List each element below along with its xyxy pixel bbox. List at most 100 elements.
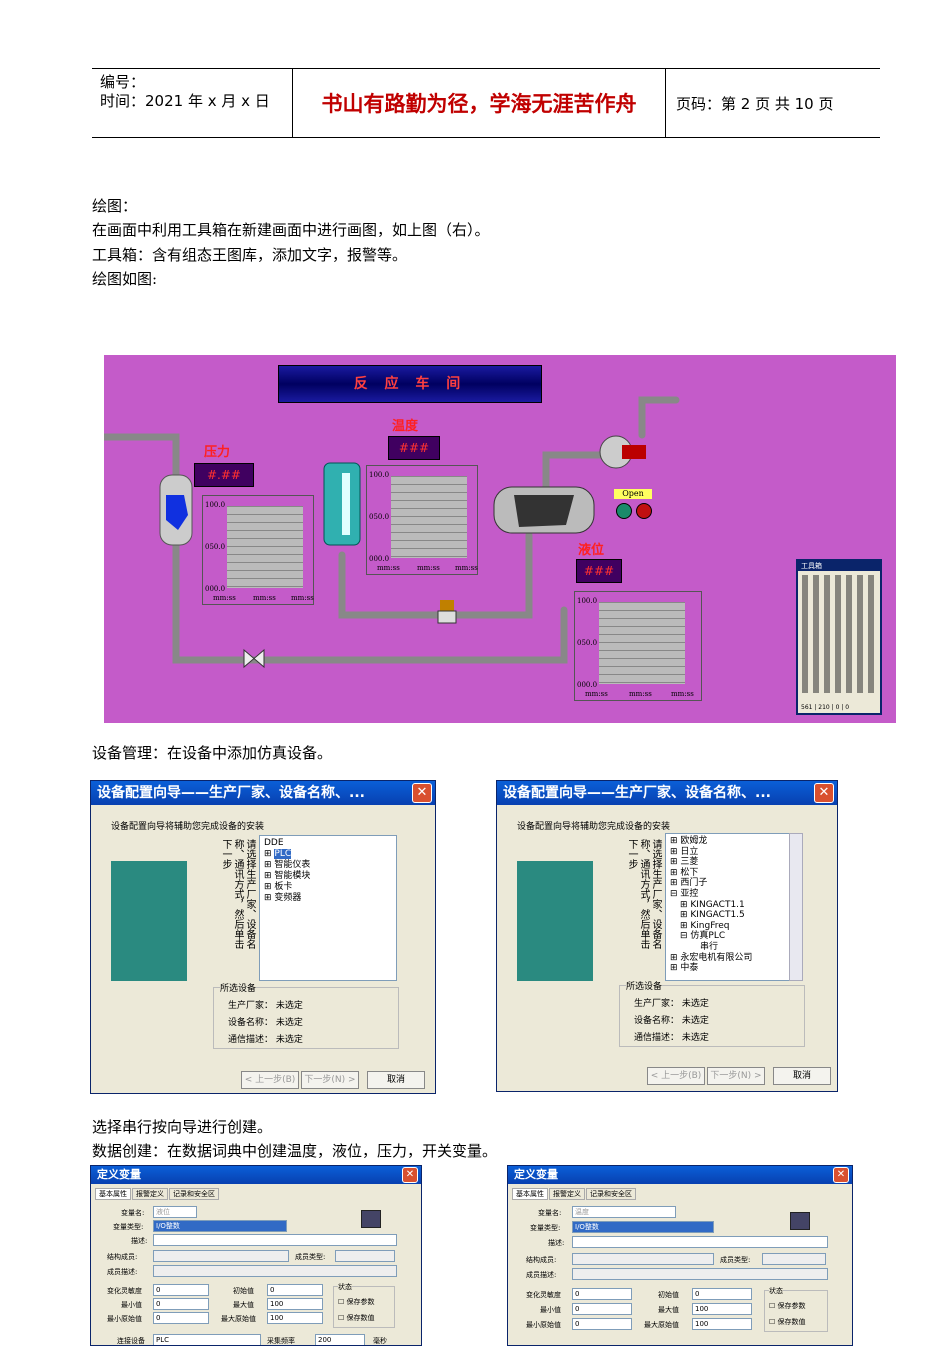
- member-type-select[interactable]: [762, 1253, 826, 1265]
- tree-item[interactable]: ⊟ 仿真PLC: [680, 931, 726, 942]
- prev-button[interactable]: < 上一步(B): [241, 1071, 299, 1089]
- min-field[interactable]: 0: [153, 1298, 209, 1310]
- init-field[interactable]: 0: [267, 1284, 323, 1296]
- rawmax-field[interactable]: 100: [267, 1312, 323, 1324]
- prev-button[interactable]: < 上一步(B): [647, 1067, 705, 1085]
- dictionary-icon[interactable]: [361, 1210, 381, 1228]
- tree-item[interactable]: ⊞ KingFreq: [680, 920, 730, 931]
- member-desc-field[interactable]: [153, 1265, 397, 1277]
- var-type-select[interactable]: I/O整数: [572, 1221, 714, 1233]
- tree-scrollbar[interactable]: [789, 833, 803, 981]
- var-name-field[interactable]: 液位: [153, 1206, 197, 1218]
- save-param-checkbox[interactable]: ☐ 保存参数: [769, 1302, 806, 1310]
- rawmin-field[interactable]: 0: [572, 1318, 632, 1330]
- save-value-checkbox[interactable]: ☐ 保存数值: [769, 1318, 806, 1326]
- freq-label: 采集频率: [267, 1337, 295, 1345]
- tree-item[interactable]: ⊟ 亚控: [670, 888, 699, 899]
- start-button[interactable]: [616, 503, 632, 519]
- device-select[interactable]: PLC: [153, 1334, 261, 1345]
- var-name-label: 变量名:: [538, 1209, 562, 1217]
- tree-item[interactable]: ⊞ KINGACT1.5: [680, 910, 745, 921]
- tree-item[interactable]: ⊞ KINGACT1.1: [680, 899, 745, 910]
- device-label: 连接设备: [117, 1337, 145, 1345]
- y-tick-top: 100.0: [577, 597, 598, 605]
- x-tick-3: mm:ss: [671, 690, 694, 698]
- toolbox-icons[interactable]: [802, 575, 876, 693]
- para-data-create: 数据创建：在数据词典中创建温度，液位，压力，开关变量。: [92, 1142, 498, 1160]
- tree-item[interactable]: ⊞ PLC: [264, 849, 292, 859]
- var-name-field[interactable]: 温度: [572, 1206, 676, 1218]
- wizard-dialog-right: 设备配置向导——生产厂家、设备名称、...✕ 设备配置向导将辅助您完成设备的安装…: [496, 780, 838, 1092]
- trend-grid: [599, 602, 685, 684]
- stop-button[interactable]: [636, 503, 652, 519]
- cancel-button[interactable]: 取消: [367, 1071, 425, 1089]
- tree-item[interactable]: ⊞ 三菱: [670, 857, 699, 868]
- tab-alarm[interactable]: 报警定义: [132, 1188, 168, 1200]
- tree-item[interactable]: ⊞ 变频器: [264, 893, 302, 903]
- tree-item-label: KingFreq: [690, 920, 730, 931]
- y-tick-top: 100.0: [369, 471, 390, 479]
- dictionary-icon[interactable]: [790, 1212, 810, 1230]
- desc-label: 描述:: [131, 1237, 148, 1245]
- member-type-select[interactable]: [335, 1250, 395, 1262]
- close-icon[interactable]: ✕: [833, 1167, 849, 1183]
- toolbox-panel[interactable]: 工具箱 561 | 210 | 0 | 0: [796, 559, 882, 715]
- member-desc-label: 成员描述:: [107, 1268, 138, 1276]
- tree-item-label: 欧姆龙: [680, 836, 708, 846]
- var-type-label: 变量类型:: [530, 1224, 561, 1232]
- close-icon[interactable]: ✕: [412, 783, 432, 803]
- tab-alarm[interactable]: 报警定义: [549, 1188, 585, 1200]
- tab-record[interactable]: 记录和安全区: [169, 1188, 219, 1200]
- tree-item-label: 中泰: [680, 963, 699, 974]
- tree-item[interactable]: ⊞ 智能模块: [264, 871, 311, 881]
- define-var-tabs: 基本属性报警定义记录和安全区: [95, 1188, 220, 1200]
- var-type-select[interactable]: I/O整数: [153, 1220, 287, 1232]
- sens-label: 变化灵敏度: [107, 1287, 142, 1295]
- rawmin-field[interactable]: 0: [153, 1312, 209, 1324]
- save-param-checkbox[interactable]: ☐ 保存参数: [338, 1298, 375, 1306]
- status-w: 0: [835, 704, 840, 711]
- sens-field[interactable]: 0: [153, 1284, 209, 1296]
- tree-item[interactable]: 串行: [700, 941, 719, 952]
- max-field[interactable]: 100: [692, 1303, 752, 1315]
- tree-item-label: 智能仪表: [274, 860, 311, 870]
- min-field[interactable]: 0: [572, 1303, 632, 1315]
- tree-item-label: 亚控: [680, 888, 699, 899]
- cancel-button[interactable]: 取消: [773, 1067, 831, 1085]
- state-group: 状态 ☐ 保存参数 ☐ 保存数值: [764, 1286, 828, 1332]
- define-var-dialog-right: 定义变量✕ 基本属性报警定义记录和安全区 变量名: 温度 变量类型: I/O整数…: [507, 1165, 853, 1346]
- tree-item[interactable]: ⊞ 智能仪表: [264, 860, 311, 870]
- close-icon[interactable]: ✕: [402, 1167, 418, 1183]
- device-tree[interactable]: ⊞ 欧姆龙 ⊞ 日立 ⊞ 三菱 ⊞ 松下 ⊞ 西门子 ⊟ 亚控 ⊞ KINGAC…: [665, 833, 795, 981]
- tree-item[interactable]: ⊞ 日立: [670, 846, 699, 857]
- device-tree[interactable]: DDE ⊞ PLC ⊞ 智能仪表 ⊞ 智能模块 ⊞ 板卡 ⊞ 变频器: [259, 835, 397, 981]
- tree-item[interactable]: ⊞ 西门子: [670, 878, 708, 889]
- wizard-dialog-left: 设备配置向导——生产厂家、设备名称、...✕ 设备配置向导将辅助您完成设备的安装…: [90, 780, 436, 1094]
- init-field[interactable]: 0: [692, 1288, 752, 1300]
- tab-basic[interactable]: 基本属性: [512, 1188, 548, 1200]
- desc-field[interactable]: [572, 1236, 828, 1248]
- tree-item[interactable]: ⊞ 永宏电机有限公司: [670, 952, 753, 963]
- member-desc-field[interactable]: [572, 1268, 828, 1280]
- desc-field[interactable]: [153, 1234, 397, 1246]
- state-label: 状态: [338, 1282, 352, 1292]
- struct-member-select[interactable]: [572, 1253, 714, 1265]
- next-button[interactable]: 下一步(N) >: [301, 1071, 359, 1089]
- tree-item[interactable]: ⊞ 松下: [670, 867, 699, 878]
- x-tick-1: mm:ss: [377, 564, 400, 572]
- rawmax-field[interactable]: 100: [692, 1318, 752, 1330]
- freq-field[interactable]: 200: [315, 1334, 365, 1345]
- trend-grid: [227, 506, 303, 588]
- sens-field[interactable]: 0: [572, 1288, 632, 1300]
- tree-item[interactable]: DDE: [264, 838, 284, 848]
- tree-item[interactable]: ⊞ 板卡: [264, 882, 293, 892]
- tree-item[interactable]: ⊞ 中泰: [670, 963, 699, 974]
- next-button[interactable]: 下一步(N) >: [707, 1067, 765, 1085]
- max-field[interactable]: 100: [267, 1298, 323, 1310]
- close-icon[interactable]: ✕: [814, 783, 834, 803]
- save-value-checkbox[interactable]: ☐ 保存数值: [338, 1314, 375, 1322]
- tab-basic[interactable]: 基本属性: [95, 1188, 131, 1200]
- tab-record[interactable]: 记录和安全区: [586, 1188, 636, 1200]
- tree-item[interactable]: ⊞ 欧姆龙: [670, 836, 708, 846]
- struct-member-select[interactable]: [153, 1250, 289, 1262]
